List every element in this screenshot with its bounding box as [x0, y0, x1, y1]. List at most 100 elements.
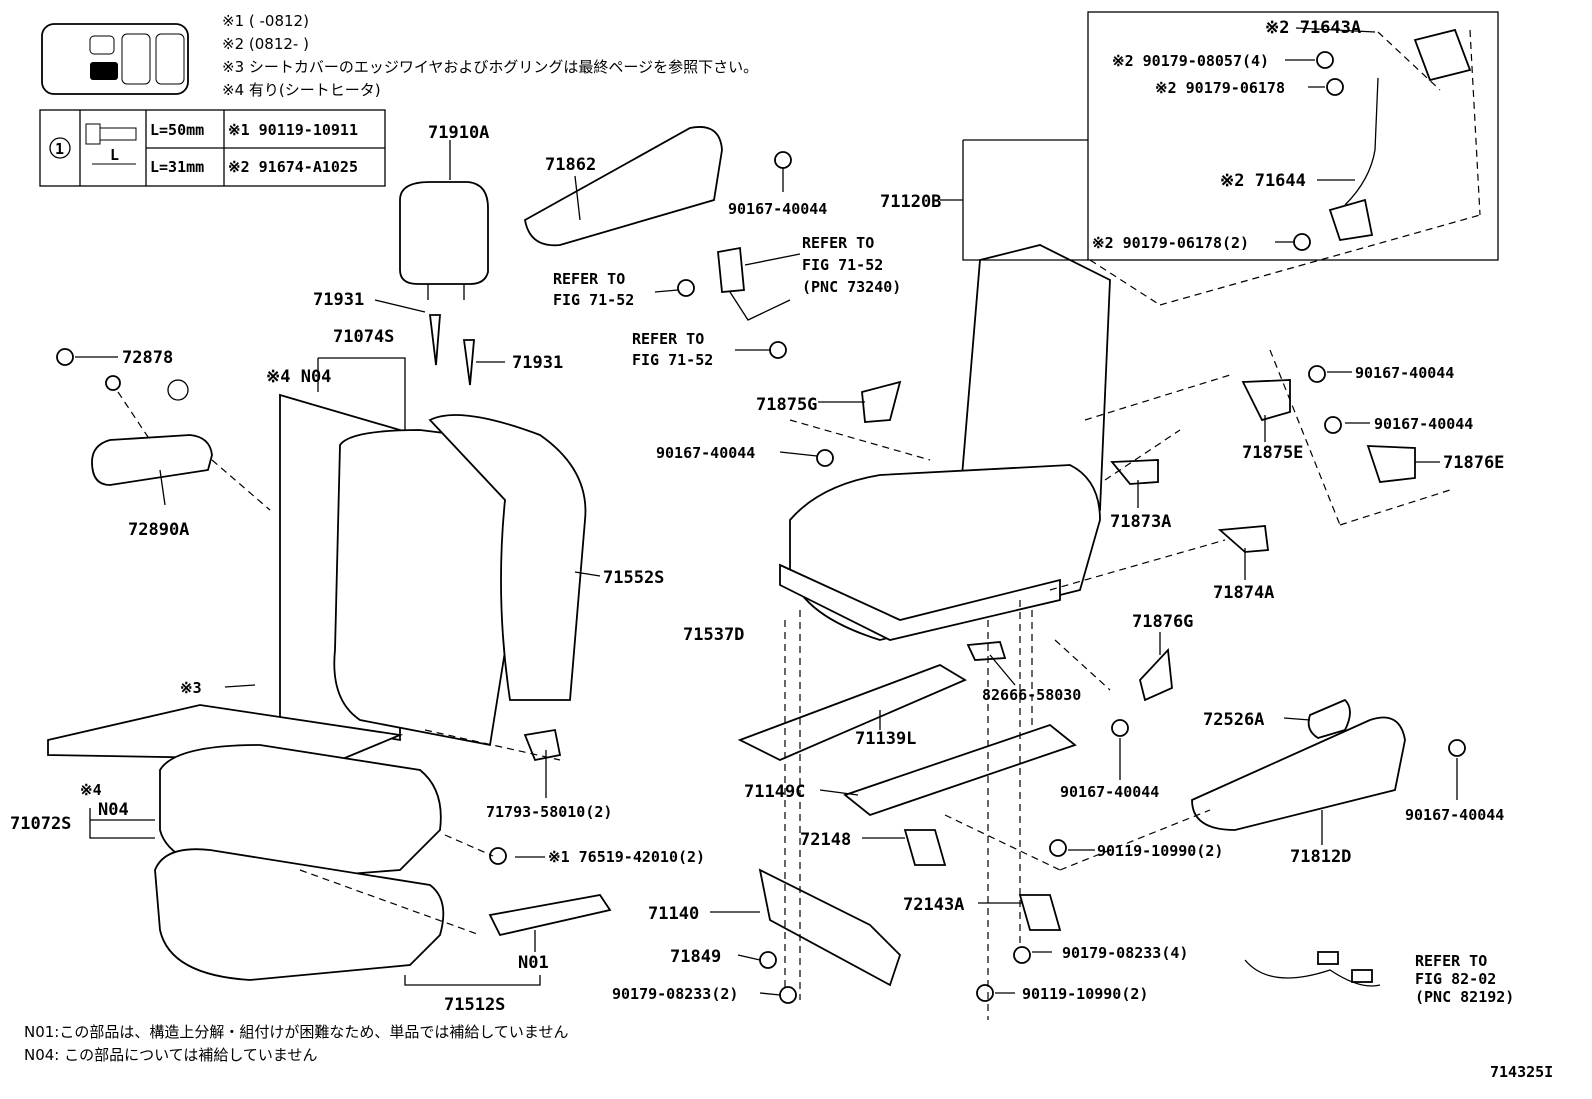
refer3-line1: REFER TO: [632, 330, 704, 348]
label-90179-08233-a: 90179-08233(2): [612, 985, 738, 1003]
clip-82666: [966, 641, 1007, 661]
seat-track-inner: [737, 664, 967, 761]
label-90119-10990-b: 90119-10990(2): [1022, 985, 1148, 1003]
bracket-71876e: [1366, 445, 1416, 483]
label-note3-marker: ※3: [180, 679, 202, 697]
seatback-pad: [428, 414, 587, 701]
headrest: [399, 181, 489, 300]
label-90167-a: 90167-40044: [728, 200, 827, 218]
lever-knob: [1307, 698, 1351, 739]
label-71537d: 71537D: [683, 625, 744, 645]
bracket-71875e: [1241, 379, 1291, 422]
label-71512s: 71512S: [444, 995, 505, 1015]
n01-part: [488, 894, 612, 937]
recliner-cover: [1413, 28, 1472, 82]
footnote-n01: N01:この部品は、構造上分解・組付けが困難なため、単品では補給していません: [24, 1023, 568, 1041]
bracket-71875g: [861, 380, 902, 423]
seat-frame: [779, 244, 1111, 641]
label-4-marker: ※4: [80, 781, 102, 799]
label-82666-58030: 82666-58030: [982, 686, 1081, 704]
label-71139l: 71139L: [855, 729, 916, 749]
seat-switch-icon: [41, 23, 189, 95]
bolt-icon: [85, 123, 137, 165]
refer4-line3: (PNC 82192): [1415, 988, 1514, 1006]
label-71552s: 71552S: [603, 568, 664, 588]
figure-id: 714325I: [1490, 1063, 1553, 1081]
note-1: ※1 ( -0812): [222, 12, 309, 30]
label-71875e: 71875E: [1242, 443, 1303, 463]
label-71793-58010: 71793-58010(2): [486, 803, 612, 821]
callout-circle-icon: [49, 137, 71, 159]
refer2-line1: REFER TO: [553, 270, 625, 288]
bracket-71874a: [1217, 525, 1270, 553]
dashed-guides: [117, 29, 1481, 1020]
seat-track-outer: [843, 723, 1077, 817]
label-72890a: 72890A: [128, 520, 189, 540]
wire-harness: [1244, 959, 1381, 987]
label-90167-b: 90167-40044: [656, 444, 755, 462]
refer1-line1: REFER TO: [802, 234, 874, 252]
label-71074s: 71074S: [333, 327, 394, 347]
recliner-cable: [1344, 77, 1379, 206]
seat-riser: [758, 868, 902, 987]
bolt-dim-label: L: [110, 146, 119, 164]
cushion-heater-pad: [47, 704, 404, 761]
label-71120b: 71120B: [880, 192, 941, 212]
bolt-row2-part: ※2 91674-A1025: [228, 158, 358, 176]
bolt-row1-length: L=50mm: [150, 121, 204, 139]
label-n04-b: N04: [98, 800, 129, 820]
label-90179-06178-b: ※2 90179-06178(2): [1092, 234, 1249, 252]
armrest: [91, 434, 213, 486]
label-71873a: 71873A: [1110, 512, 1171, 532]
label-72526a: 72526A: [1203, 710, 1264, 730]
refer1-line3: (PNC 73240): [802, 278, 901, 296]
refer4-line2: FIG 82-02: [1415, 970, 1496, 988]
label-72148: 72148: [800, 830, 851, 850]
label-76519-42010: ※1 76519-42010(2): [548, 848, 705, 866]
label-72143a: 72143A: [903, 895, 964, 915]
bracket-72143a: [1018, 894, 1062, 931]
bolt-table: 1 L L=50mm ※1 90119-10911 L=31mm ※2 9167…: [39, 109, 386, 187]
recliner-cable-end: [1328, 198, 1374, 242]
seatbelt-buckle: [717, 246, 745, 293]
footnote-n04: N04: この部品については補給していません: [24, 1046, 317, 1064]
note-3: ※3 シートカバーのエッジワイヤおよびホグリングは最終ページを参照下さい。: [222, 58, 758, 76]
label-71931-b: 71931: [512, 353, 563, 373]
bracket-72148: [903, 829, 947, 866]
cushion-pad: [154, 848, 445, 981]
label-n01: N01: [518, 953, 549, 973]
label-71643a: ※2 71643A: [1265, 18, 1361, 38]
label-72878: 72878: [122, 348, 173, 368]
refer1-line2: FIG 71-52: [802, 256, 883, 274]
label-71910a: 71910A: [428, 123, 489, 143]
label-90179-08057: ※2 90179-08057(4): [1112, 52, 1269, 70]
fasteners: [56, 51, 1466, 1004]
label-90167-d: 90167-40044: [1374, 415, 1473, 433]
bolt-row2-length: L=31mm: [150, 158, 204, 176]
label-71874a: 71874A: [1213, 583, 1274, 603]
bolt-row1-part: ※1 90119-10911: [228, 121, 358, 139]
label-71072s: 71072S: [10, 814, 71, 834]
label-90179-06178-a: ※2 90179-06178: [1155, 79, 1285, 97]
bracket-71873a: [1110, 459, 1159, 485]
label-71876g: 71876G: [1132, 612, 1193, 632]
label-90167-f: 90167-40044: [1405, 806, 1504, 824]
refer4-line1: REFER TO: [1415, 952, 1487, 970]
label-71140: 71140: [648, 904, 699, 924]
label-71862: 71862: [545, 155, 596, 175]
refer2-line2: FIG 71-52: [553, 291, 634, 309]
label-71812d: 71812D: [1290, 847, 1351, 867]
label-4-n04-a: ※4 N04: [266, 367, 331, 387]
bolt-table-circle-label: 1: [55, 140, 64, 158]
label-71931-a: 71931: [313, 290, 364, 310]
label-90179-08233-b: 90179-08233(4): [1062, 944, 1188, 962]
label-90167-c: 90167-40044: [1355, 364, 1454, 382]
label-71875g: 71875G: [756, 395, 817, 415]
clip-71793: [523, 728, 562, 762]
label-90167-e: 90167-40044: [1060, 783, 1159, 801]
label-71876e: 71876E: [1443, 453, 1504, 473]
bracket-71876g: [1139, 647, 1173, 702]
refer3-line2: FIG 71-52: [632, 351, 713, 369]
note-2: ※2 (0812- ): [222, 35, 309, 53]
